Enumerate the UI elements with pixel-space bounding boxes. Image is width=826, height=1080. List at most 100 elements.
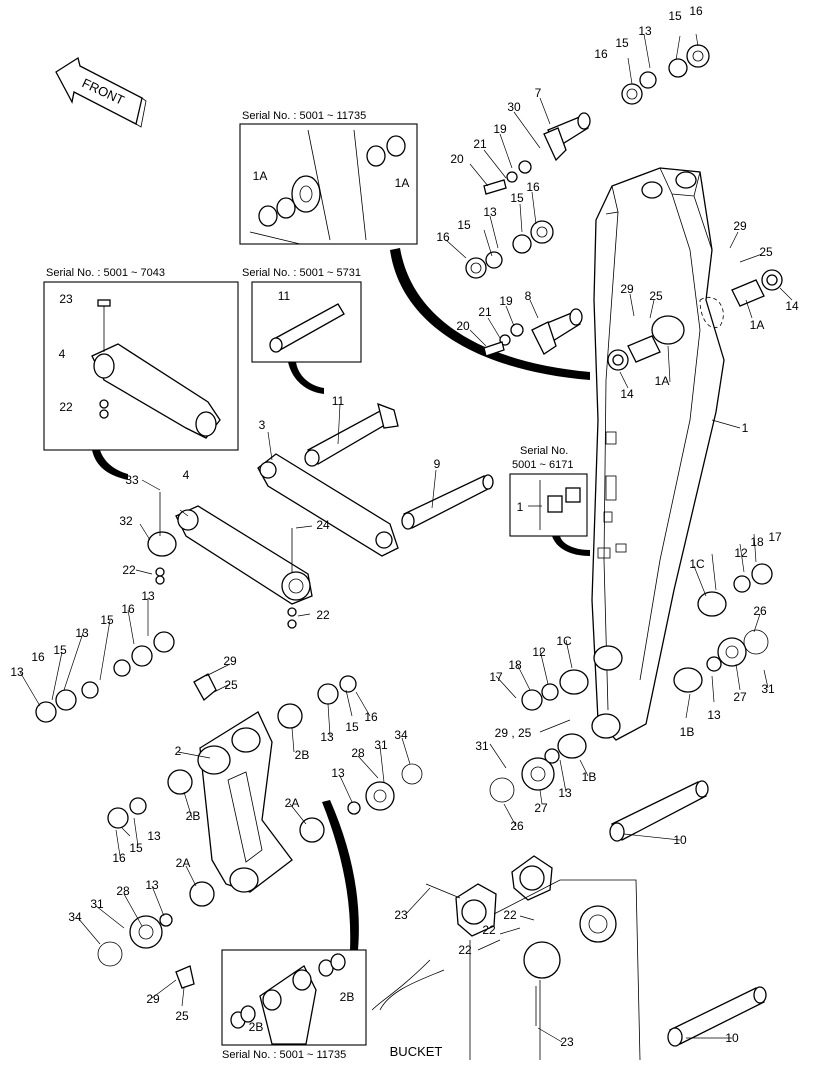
label-29: 29 bbox=[223, 654, 237, 668]
label-22: 22 bbox=[482, 923, 496, 937]
label-2A: 2A bbox=[284, 796, 300, 810]
label-25: 25 bbox=[649, 289, 663, 303]
shim-stack-middle bbox=[465, 220, 554, 279]
callout-curve-left-pin bbox=[288, 362, 324, 394]
label-18: 18 bbox=[508, 658, 522, 672]
label-15: 15 bbox=[510, 191, 524, 205]
label-29: 29 bbox=[733, 219, 747, 233]
bracket-2 bbox=[197, 711, 293, 893]
label-30: 30 bbox=[507, 100, 521, 114]
pin-10-upper bbox=[609, 780, 709, 842]
label-1A: 1A bbox=[394, 176, 410, 190]
bushings-1B-1C bbox=[521, 563, 773, 764]
label-2B: 2B bbox=[248, 1020, 264, 1034]
serial-bottom: Serial No. : 5001 ~ 11735 bbox=[222, 1049, 347, 1061]
label-12: 12 bbox=[532, 645, 546, 659]
label-1A: 1A bbox=[749, 318, 765, 332]
label-22: 22 bbox=[316, 608, 330, 622]
label-15: 15 bbox=[345, 720, 359, 734]
label-1A: 1A bbox=[654, 374, 670, 388]
serial-top-center: Serial No. : 5001 ~ 11735 bbox=[242, 110, 367, 122]
label-1B: 1B bbox=[679, 725, 695, 739]
label-15: 15 bbox=[129, 841, 143, 855]
serial-right-small-line1: Serial No. bbox=[520, 445, 569, 457]
label-10: 10 bbox=[725, 1031, 739, 1045]
label-16: 16 bbox=[364, 710, 378, 724]
label-15: 15 bbox=[53, 643, 67, 657]
label-29: 29 bbox=[620, 282, 634, 296]
label-2B: 2B bbox=[185, 809, 201, 823]
label-23: 23 bbox=[394, 908, 408, 922]
bushing-1A-lower bbox=[607, 335, 661, 371]
label-13: 13 bbox=[707, 708, 721, 722]
front-arrow-icon bbox=[55, 56, 147, 128]
label-16: 16 bbox=[112, 851, 126, 865]
label-20: 20 bbox=[456, 319, 470, 333]
leader-lines bbox=[19, 33, 793, 1043]
label-4: 4 bbox=[58, 347, 66, 361]
link-4 bbox=[147, 492, 313, 629]
label-2B: 2B bbox=[339, 990, 355, 1004]
label-21: 21 bbox=[473, 137, 487, 151]
label-17: 17 bbox=[768, 530, 782, 544]
serial-box-left-pin-drawing bbox=[269, 303, 345, 353]
label-1: 1 bbox=[516, 500, 524, 514]
label-29: 29 bbox=[146, 992, 160, 1006]
label-31: 31 bbox=[475, 739, 489, 753]
label-15: 15 bbox=[615, 36, 629, 50]
label-34: 34 bbox=[68, 910, 82, 924]
label-23: 23 bbox=[560, 1035, 574, 1049]
label-21: 21 bbox=[478, 305, 492, 319]
label-28: 28 bbox=[116, 884, 130, 898]
link-3 bbox=[257, 453, 399, 557]
label-11: 11 bbox=[331, 394, 345, 408]
label-22: 22 bbox=[59, 400, 73, 414]
label-32: 32 bbox=[119, 514, 133, 528]
arm-part-1 bbox=[591, 167, 725, 741]
label-18: 18 bbox=[750, 535, 764, 549]
label-16: 16 bbox=[121, 602, 135, 616]
callout-curve-left-link bbox=[92, 450, 128, 480]
label-7: 7 bbox=[534, 86, 542, 100]
label-10: 10 bbox=[673, 833, 687, 847]
label-25: 25 bbox=[175, 1009, 189, 1023]
label-13: 13 bbox=[145, 878, 159, 892]
label-26: 26 bbox=[753, 604, 767, 618]
pin-9 bbox=[401, 474, 494, 530]
bushing-1A-upper bbox=[731, 269, 783, 307]
bushings-2A-2B bbox=[107, 675, 357, 907]
label-13: 13 bbox=[147, 829, 161, 843]
label-19: 19 bbox=[493, 122, 507, 136]
label-27: 27 bbox=[534, 801, 548, 815]
label-19: 19 bbox=[499, 294, 513, 308]
label-13: 13 bbox=[483, 205, 497, 219]
label-31: 31 bbox=[90, 897, 104, 911]
label-22: 22 bbox=[458, 943, 472, 957]
label-31: 31 bbox=[761, 682, 775, 696]
label-3: 3 bbox=[258, 418, 266, 432]
serial-box-bottom-drawing bbox=[230, 953, 346, 1045]
label-16: 16 bbox=[689, 4, 703, 18]
pin-8 bbox=[483, 308, 583, 357]
pin-11 bbox=[304, 402, 399, 467]
label-13: 13 bbox=[10, 665, 24, 679]
shim-stack-left bbox=[35, 631, 175, 723]
label-16: 16 bbox=[436, 230, 450, 244]
bucket-assembly bbox=[371, 855, 641, 1061]
pin-7 bbox=[483, 112, 591, 195]
label-25: 25 bbox=[759, 245, 773, 259]
label-9: 9 bbox=[433, 457, 441, 471]
label-1C: 1C bbox=[689, 557, 705, 571]
callout-curve-bottom bbox=[322, 800, 359, 950]
label-13: 13 bbox=[141, 589, 155, 603]
label-12: 12 bbox=[734, 546, 748, 560]
label-28: 28 bbox=[351, 746, 365, 760]
serial-box-right-small-drawing bbox=[539, 480, 581, 530]
label-2B: 2B bbox=[294, 748, 310, 762]
serial-left-link: Serial No. : 5001 ~ 7043 bbox=[46, 267, 165, 279]
label-33: 33 bbox=[125, 473, 139, 487]
retainer-parts bbox=[97, 629, 769, 989]
serial-box-top-center-drawing bbox=[249, 129, 406, 245]
label-13: 13 bbox=[638, 24, 652, 38]
